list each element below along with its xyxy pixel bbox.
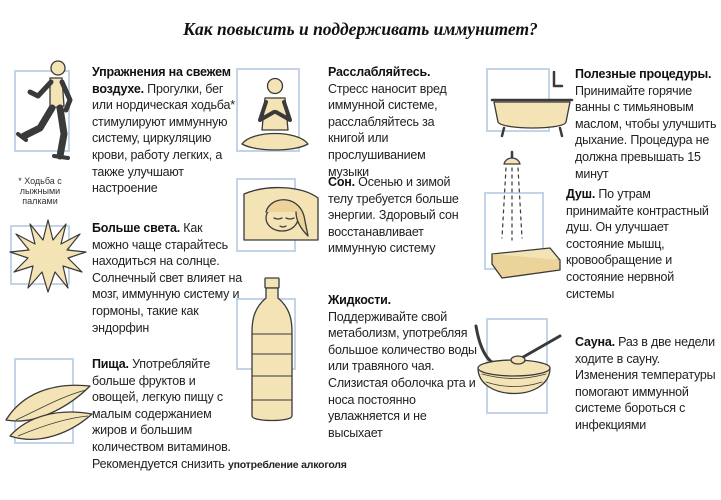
relax-heading: Расслабляйтесь. <box>328 65 431 79</box>
food-text-3: употребление алкоголя <box>227 458 347 471</box>
light-heading: Больше света. <box>92 221 180 235</box>
procedures-heading: Полезные процедуры. <box>575 67 712 81</box>
icon-frame <box>14 70 70 152</box>
sleep-block: Сон. Осенью и зимой телу требуется больш… <box>328 174 468 257</box>
relax-text: Стресс наносит вред иммунной системе, ра… <box>328 81 447 179</box>
procedures-text: Принимайте горячие ванны с тимьяновым ма… <box>575 83 717 181</box>
bathtub-icon <box>490 70 574 138</box>
vegetables-icon <box>5 384 93 440</box>
exercise-block: Упражнения на свежем воздухе. Прогулки, … <box>92 64 240 197</box>
liquids-block: Жидкости. Поддерживайте свой метаболизм,… <box>328 292 478 441</box>
shower-heading: Душ. <box>566 187 596 201</box>
sun-icon <box>9 219 87 293</box>
sauna-heading: Сауна. <box>575 335 615 349</box>
page-title: Как повысить и поддерживать иммунитет? <box>183 19 538 39</box>
sleep-text: Осенью и зимой телу требуется больше эне… <box>328 175 459 256</box>
food-heading: Пища. <box>92 357 129 371</box>
liquids-heading: Жидкости. <box>328 293 391 307</box>
food-text-2: Рекомендуется снизить <box>92 456 225 471</box>
sleeping-woman-icon <box>243 186 319 241</box>
shower-icon <box>491 150 561 279</box>
food-block: Пища. Употребляйте больше фруктов и овощ… <box>92 356 347 473</box>
liquids-text: Поддерживайте свой метаболизм, употребля… <box>328 309 477 440</box>
procedures-block: Полезные процедуры. Принимайте горячие в… <box>575 66 721 182</box>
sauna-bucket-icon <box>474 324 562 395</box>
running-man-icon <box>16 60 73 160</box>
meditation-icon <box>241 77 309 151</box>
light-text: Как можно чаще старайтесь находиться на … <box>92 221 242 335</box>
exercise-heading: Упражнения на свежем воздухе. <box>92 65 231 96</box>
exercise-text: Прогулки, бег или нордическая ходьба* ст… <box>92 81 235 196</box>
light-block: Больше света. Как можно чаще старайтесь … <box>92 220 242 336</box>
water-bottle-icon <box>251 277 293 422</box>
shower-text: По утрам принимайте контрастный душ. Он … <box>566 187 709 301</box>
sauna-text: Раз в две недели ходите в сауну. Изменен… <box>575 335 716 432</box>
shower-block: Душ. По утрам принимайте контрастный душ… <box>566 186 716 302</box>
food-text: Употребляйте больше фруктов и овощей, ле… <box>92 357 231 454</box>
sleep-heading: Сон. <box>328 175 355 189</box>
icon-frame <box>236 68 300 152</box>
sauna-block: Сауна. Раз в две недели ходите в сауну. … <box>575 334 721 434</box>
relax-block: Расслабляйтесь. Стресс наносит вред имму… <box>328 64 468 180</box>
footnote: * Ходьба с лыжными палками <box>18 176 62 206</box>
